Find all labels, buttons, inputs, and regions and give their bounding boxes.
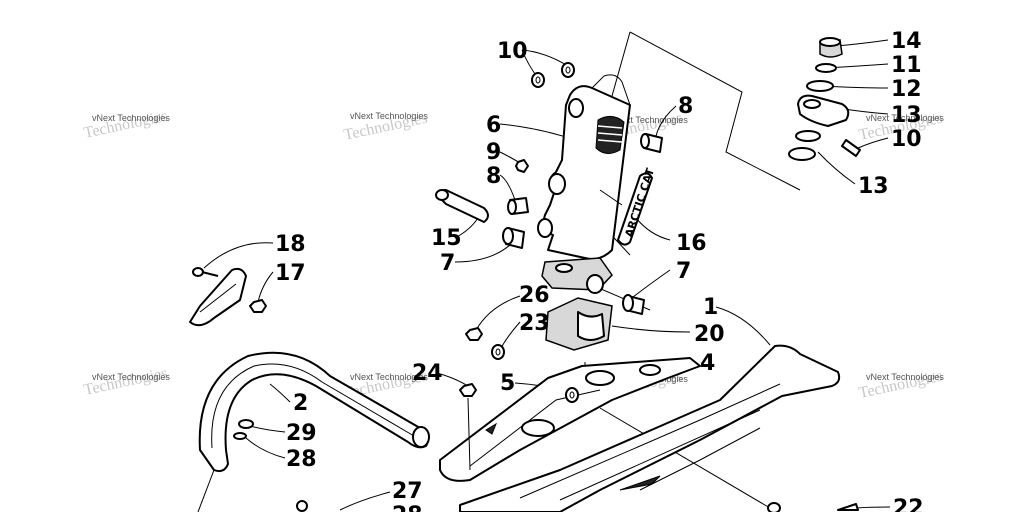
bushing-8-left [507,197,529,215]
callout-22: 22 [893,496,924,512]
watermark-text: vNext Technologies [92,372,170,382]
nut-24 [465,327,483,341]
callout-4: 4 [700,351,715,376]
callout-labels: 10 8 6 9 8 15 7 16 7 1 20 26 23 4 5 24 2… [275,29,924,512]
watermark-text: vNext Technologies [350,111,428,121]
callout-8-lower: 8 [486,164,501,189]
bolt-22 [837,503,859,511]
callout-23: 23 [519,311,550,336]
callout-27: 27 [392,479,423,504]
callout-14: 13 [891,103,922,128]
watermark-2: Technologies vNext Technologies [342,110,429,144]
callout-7-right: 7 [676,259,691,284]
callout-1: 1 [703,295,718,320]
callout-12: 11 [891,53,922,78]
washer-lower [767,502,781,512]
bolt-27 [296,500,308,512]
bushing-7-left [502,227,525,249]
steering-post [537,74,631,260]
callout-16: 16 [676,231,707,256]
washer-5 [565,387,579,403]
pin-15 [435,189,489,223]
bushing-8-right [640,133,663,153]
decal-16: ARCTIC CAT [617,166,657,246]
spring [595,116,625,154]
bracket-18-19 [189,267,267,327]
callout-17: 14 [891,29,922,54]
watermark-5: Technologies vNext Technologies [82,365,170,399]
nut-26 [459,383,477,471]
callout-19: 18 [275,232,306,257]
clamp-assembly [788,37,861,161]
callout-28-lower: 28 [392,503,423,512]
callout-20: 20 [694,322,725,347]
bushing-7-right [622,294,645,315]
pivot-block [541,257,613,294]
callout-10: 10 [497,39,528,64]
watermark-text: vNext Technologies [92,113,170,123]
callout-6: 6 [486,113,501,138]
callout-24: 26 [519,283,550,308]
ski-loop-2 [197,351,430,512]
callout-11: 10 [891,127,922,152]
callout-7-left: 7 [440,251,455,276]
callout-13-upper: 12 [891,77,922,102]
washers-10 [531,62,575,88]
block-20 [545,297,613,351]
washer-23 [491,344,505,360]
callout-5: 5 [500,371,515,396]
watermark-text: vNext Technologies [610,115,688,125]
watermark-text: vNext Technologies [350,372,428,382]
callout-9: 9 [486,140,501,165]
callout-15: 15 [431,226,462,251]
nut-9 [515,159,529,173]
ski-1 [459,344,841,512]
callout-13-lower: 13 [858,174,889,199]
callout-18: 17 [275,261,306,286]
callout-28-upper: 28 [286,447,317,472]
watermark-text: vNext Technologies [866,113,944,123]
callout-2: 2 [293,391,308,416]
callout-8-upper: 8 [678,94,693,119]
callout-26: 24 [412,361,443,386]
callout-29: 29 [286,421,317,446]
watermark-text: vNext Technologies [866,372,944,382]
watermark-1: Technologies vNext Technologies [82,108,170,142]
ski-saddle-4 [439,357,701,482]
watermark-8: Technologies vNext Technologies [857,368,944,402]
